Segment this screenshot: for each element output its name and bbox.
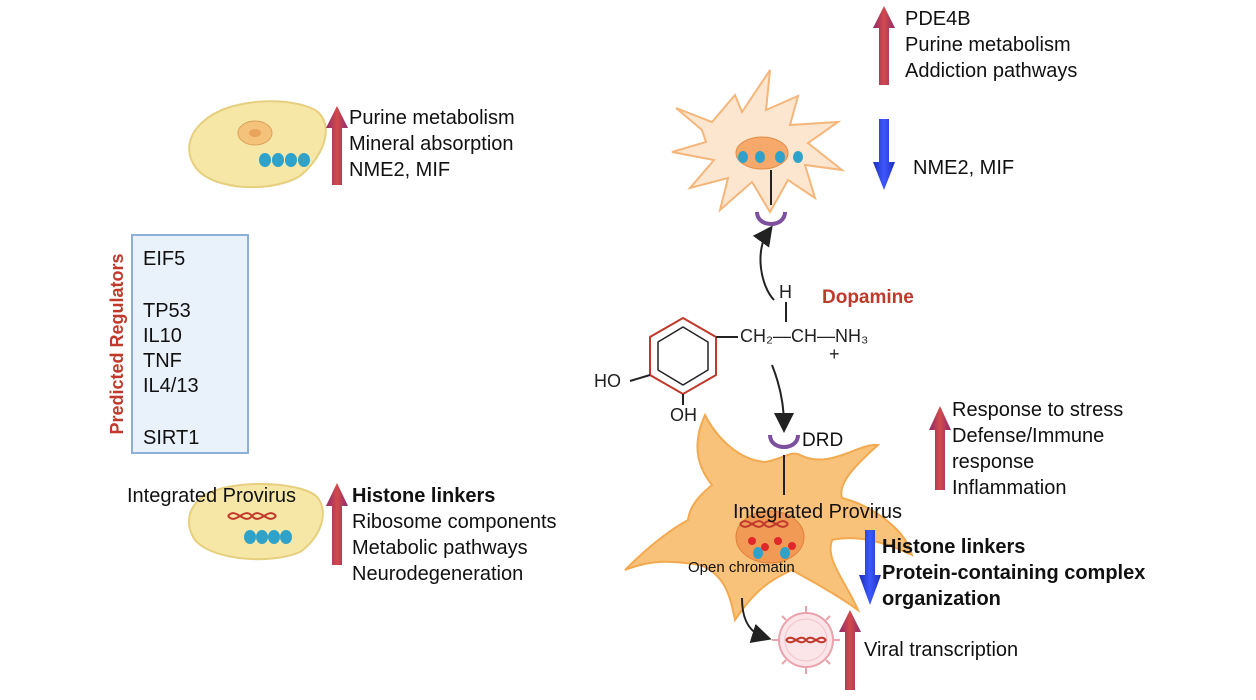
molecule-plus: +	[829, 344, 840, 364]
right-up-line: Defense/Immune	[952, 425, 1105, 447]
regulators-title: Predicted Regulators	[107, 253, 127, 435]
molecule-chain: CH₂—CH—NH₃	[740, 326, 869, 346]
dna-icon	[227, 512, 277, 520]
top-left-line: Mineral absorption	[349, 133, 514, 155]
top-left-cell	[188, 100, 327, 189]
bottom-left-cell	[187, 483, 324, 561]
right-up-line: Inflammation	[952, 477, 1067, 499]
top-right-up-line: Purine metabolism	[905, 34, 1071, 56]
receptor-icon	[768, 434, 800, 449]
viral-transcription-label: Viral transcription	[864, 639, 1019, 661]
top-left-line: Purine metabolism	[349, 107, 515, 129]
molecule-oh: OH	[670, 405, 697, 425]
down-arrow-icon	[859, 530, 881, 605]
regulator-item: EIF5	[143, 248, 186, 270]
right-down-line: Protein-containing complex	[882, 562, 1146, 584]
nucleosome-icon	[244, 530, 292, 544]
up-arrow-icon	[873, 6, 895, 85]
microglia-provirus-label: Integrated Provirus	[733, 501, 902, 523]
receptor-icon	[755, 211, 787, 226]
up-arrow-icon	[929, 406, 951, 490]
virus-icon	[772, 606, 840, 674]
top-left-line: NME2, MIF	[349, 159, 451, 181]
drd-label: DRD	[802, 430, 844, 451]
dopamine-label: Dopamine	[822, 287, 914, 308]
top-right-down-line: NME2, MIF	[913, 157, 1015, 179]
regulator-item: TNF	[143, 350, 182, 372]
down-arrow-icon	[873, 119, 895, 190]
regulator-item: IL4/13	[143, 375, 199, 397]
regulator-item: TP53	[143, 300, 191, 322]
nucleosome-icon	[259, 153, 310, 167]
top-right-up-line: Addiction pathways	[905, 60, 1078, 82]
regulators-box	[131, 234, 249, 454]
arrow-to-microglia	[771, 364, 794, 433]
molecule-ho: HO	[594, 371, 621, 391]
top-right-cell	[671, 69, 846, 226]
regulator-item: IL10	[143, 325, 182, 347]
arrow-to-top-cell	[752, 225, 775, 301]
up-arrow-icon	[839, 610, 861, 690]
dna-icon	[739, 520, 789, 528]
bottom-left-line: Ribosome components	[352, 511, 557, 533]
right-up-line: Response to stress	[952, 399, 1124, 421]
microglia-cell	[624, 412, 914, 623]
arrow-to-virus	[741, 597, 772, 643]
bottom-left-line: Histone linkers	[352, 485, 496, 507]
up-arrow-icon	[326, 483, 348, 565]
bottom-left-line: Neurodegeneration	[352, 563, 524, 585]
open-chromatin-label: Open chromatin	[688, 559, 795, 576]
right-up-line: response	[952, 451, 1035, 473]
molecule-h: H	[779, 282, 792, 302]
bottom-left-line: Metabolic pathways	[352, 537, 528, 559]
right-down-line: Histone linkers	[882, 536, 1026, 558]
nucleosome-icon	[738, 151, 803, 163]
right-down-line: organization	[882, 588, 1001, 610]
up-arrow-icon	[326, 106, 348, 185]
regulator-item: SIRT1	[143, 427, 200, 449]
dopamine-molecule	[629, 302, 787, 405]
bottom-left-provirus-label: Integrated Provirus	[127, 485, 296, 507]
top-right-up-line: PDE4B	[905, 8, 971, 30]
